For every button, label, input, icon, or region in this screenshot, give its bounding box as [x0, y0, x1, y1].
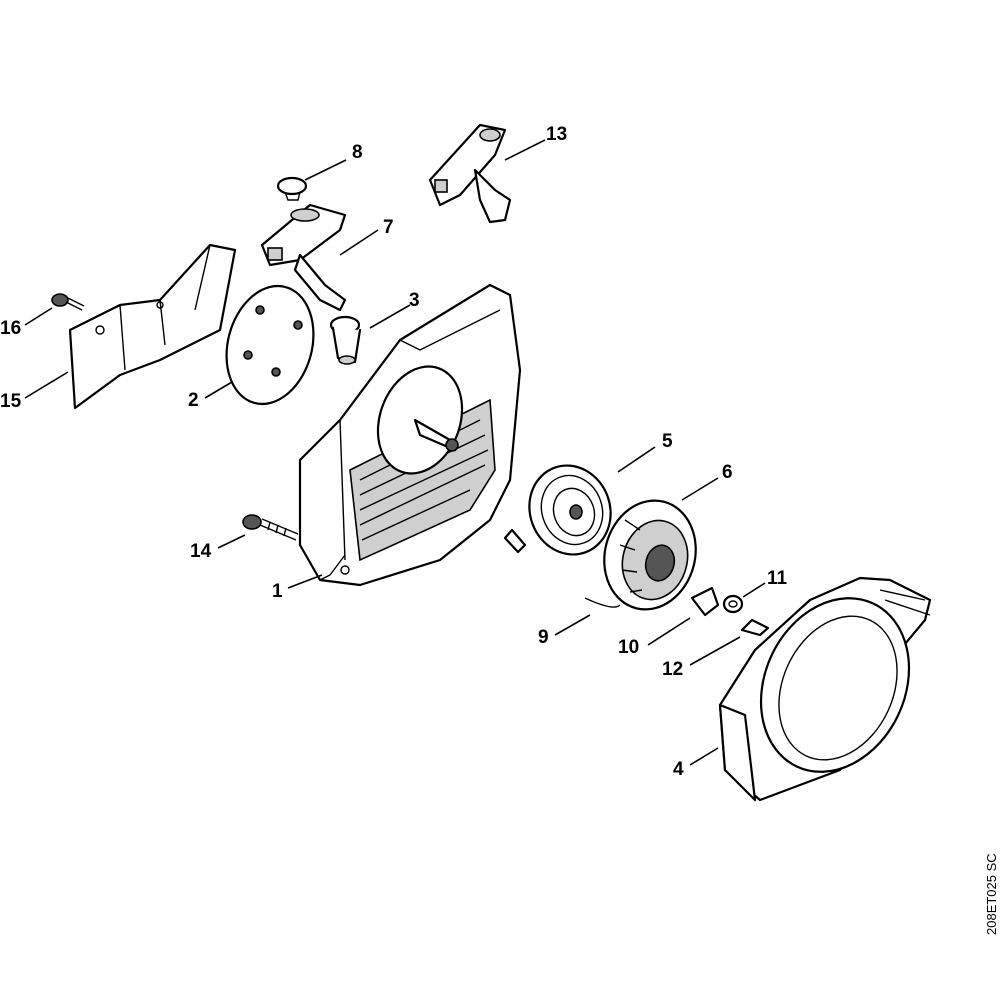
callout-7: 7: [383, 217, 394, 238]
part-1-fan-housing: [298, 283, 522, 587]
callout-12: 12: [662, 659, 683, 680]
leader-lines: [24, 139, 766, 766]
part-12-spring-clip: [740, 618, 770, 637]
callout-14: 14: [190, 541, 212, 562]
part-10-pawl: [690, 586, 720, 617]
part-3-bushing: [329, 315, 362, 365]
part-8-cap: [276, 176, 308, 201]
callout-2: 2: [188, 390, 199, 411]
part-9-rope: [584, 597, 621, 608]
part-14-screw: [242, 514, 299, 541]
part-6-rope-rotor: [603, 499, 697, 611]
part-16-screw: [51, 293, 85, 311]
callout-8: 8: [352, 142, 363, 163]
callout-3: 3: [409, 290, 420, 311]
part-11-washer: [722, 594, 744, 614]
callout-9: 9: [538, 627, 549, 648]
part-13-grip: [428, 123, 512, 224]
part-7-starter-grip: [260, 203, 347, 312]
part-4-starter-cover: [718, 576, 932, 802]
callout-13: 13: [546, 124, 567, 145]
callout-1: 1: [272, 581, 283, 602]
callout-4: 4: [673, 759, 684, 780]
callout-6: 6: [722, 462, 733, 483]
reference-code: 208ET025 SC: [984, 853, 999, 935]
callout-10: 10: [618, 637, 639, 658]
callout-5: 5: [662, 431, 673, 452]
part-5-rewind-spring: [503, 464, 612, 556]
part-2-disc: [225, 284, 315, 406]
callout-15: 15: [0, 391, 22, 412]
callout-11: 11: [767, 568, 788, 589]
part-15-cover-plate: [68, 243, 237, 410]
callout-16: 16: [0, 318, 21, 339]
